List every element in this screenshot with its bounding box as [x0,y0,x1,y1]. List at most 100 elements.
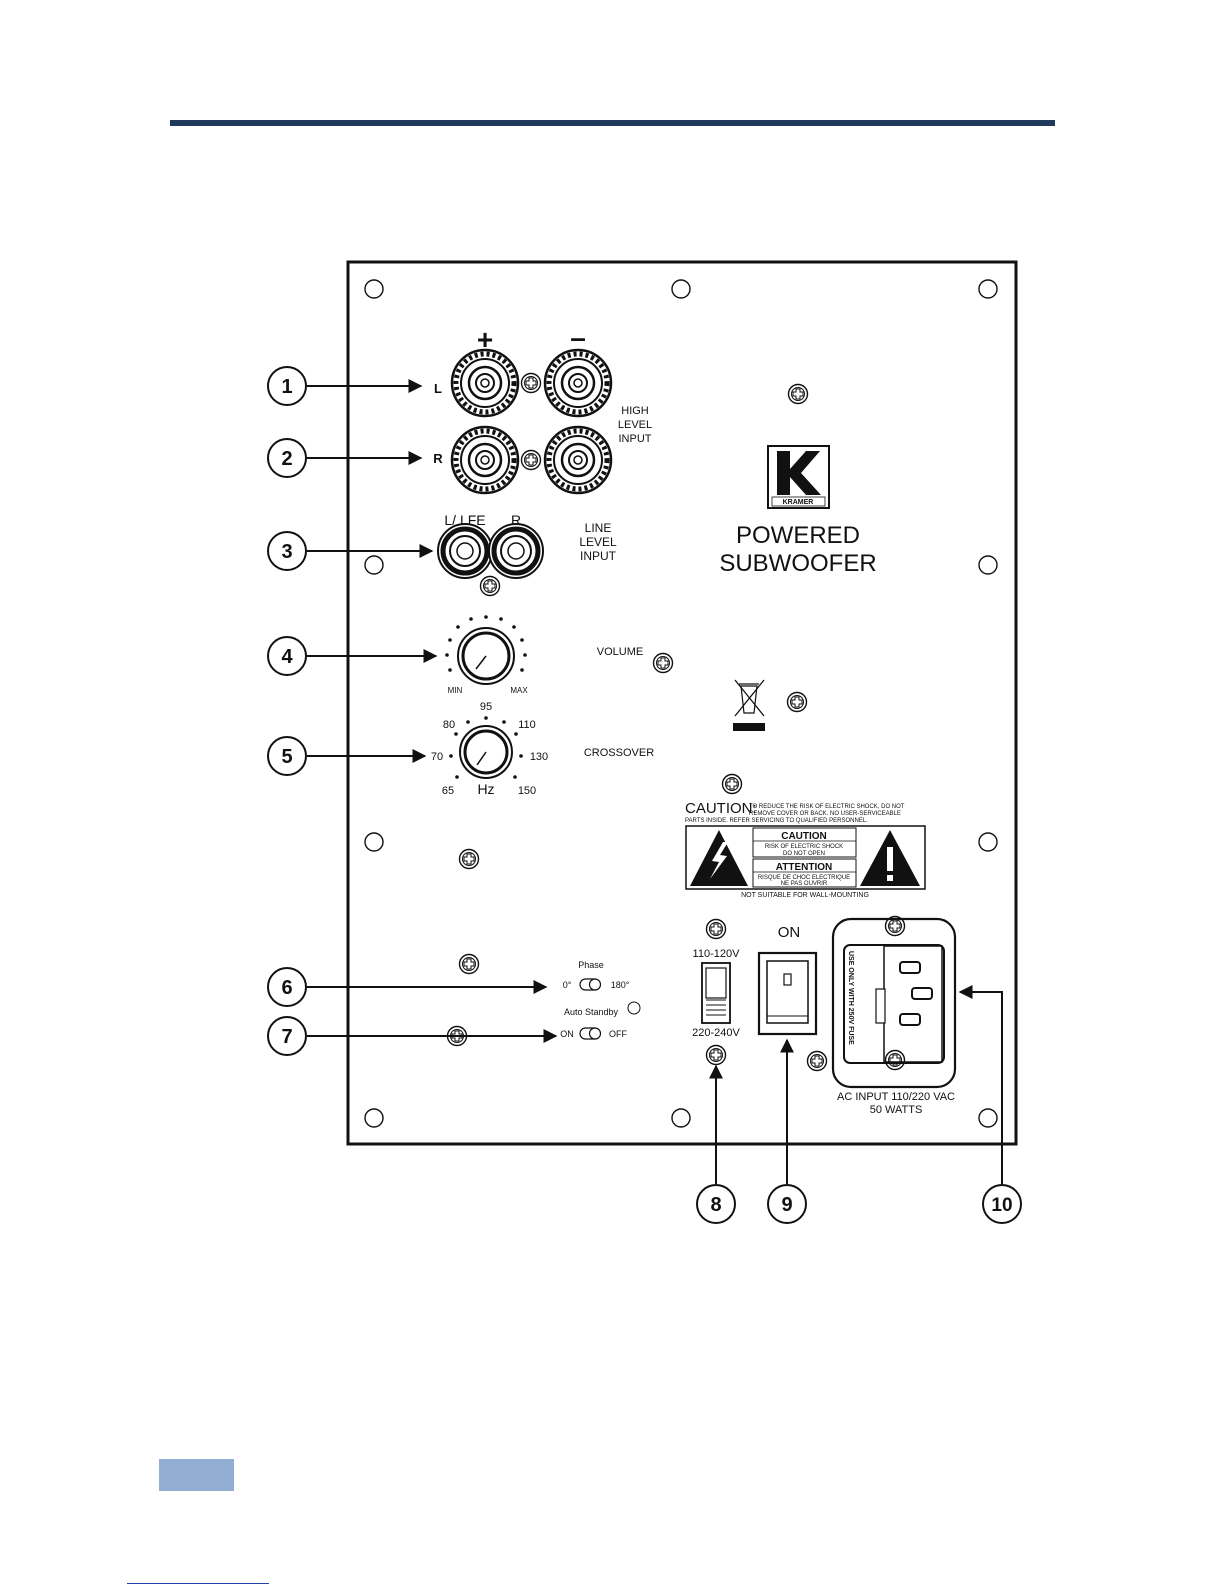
callout-7: 7 [267,1016,307,1056]
ac-power-inlet[interactable] [831,917,957,1089]
caution-text-3: PARTS INSIDE. REFER SERVICING TO QUALIFI… [685,818,868,824]
footer-rule [127,1583,269,1584]
product-title-line-1: POWERED [736,522,860,549]
callout-6: 6 [267,967,307,1007]
crossover-dial-dots [449,716,523,779]
mounting-hole [364,555,384,575]
voltage-bottom-label: 220-240V [692,1027,740,1039]
phase-left-label: 0° [563,980,572,990]
crossover-scale-80: 80 [443,719,455,731]
volume-knob-pointer [475,655,487,670]
callout-9: 9 [767,1184,807,1224]
caution-box-title: CAUTION [781,831,827,842]
exclamation-warning-icon [860,830,920,886]
callout-number: 5 [281,746,292,768]
high-level-label-r: R [433,451,443,466]
high-level-title-2: LEVEL [618,419,652,431]
callout-4: 4 [267,636,307,676]
auto-standby-toggle-switch[interactable] [579,1027,602,1040]
auto-standby-label: Auto Standby [564,1007,619,1017]
screw [705,1044,727,1066]
logo-wordmark: KRAMER [783,499,814,506]
screw [705,918,727,940]
attention-sub-box [752,858,857,888]
page-number-tab [159,1459,234,1491]
weee-bin-icon [733,679,765,731]
mounting-hole [364,1108,384,1128]
high-level-post-r-minus[interactable] [545,427,611,493]
mounting-hole [364,832,384,852]
callout-number: 8 [710,1194,721,1216]
phase-right-label: 180° [611,980,630,990]
crossover-scale-130: 130 [530,751,548,763]
volume-min-label: MIN [448,686,463,695]
phase-label: Phase [578,960,604,970]
minus-mark: – [570,322,586,353]
voltage-top-label: 110-120V [693,948,741,960]
high-level-post-r-plus[interactable] [452,427,518,493]
ac-input-label: AC INPUT 110/220 VAC [837,1091,955,1103]
line-level-jack-r[interactable] [489,524,543,578]
power-switch-label: ON [778,924,801,941]
line-level-title-2: LEVEL [579,535,617,549]
panel-border [346,260,1018,1146]
line-level-label-r: R [511,512,521,528]
ac-watts-label: 50 WATTS [870,1104,923,1116]
line-level-label-l: L/ LFE [444,512,485,528]
screw [458,953,480,975]
screw [479,575,501,597]
header-rule [170,120,1055,126]
volume-dial-dots [445,615,527,672]
line-level-jack-l[interactable] [438,524,492,578]
callout-number: 10 [991,1195,1012,1216]
caution-text-1: TO REDUCE THE RISK OF ELECTRIC SHOCK, DO… [749,804,905,810]
callout-number: 2 [281,448,292,470]
crossover-scale-65: 65 [442,785,454,797]
crossover-unit: Hz [477,781,494,797]
callout-number: 9 [781,1194,792,1216]
voltage-selector-switch[interactable] [701,962,731,1024]
crossover-label: CROSSOVER [584,747,654,759]
caution-box-line-1: RISK OF ELECTRIC SHOCK [765,844,843,850]
mounting-hole [978,1108,998,1128]
callout-number: 1 [281,376,292,398]
high-level-label-l: L [434,381,442,396]
callout-number: 7 [281,1026,292,1048]
phase-toggle-switch[interactable] [579,978,602,991]
product-title-line-2: SUBWOOFER [719,550,876,577]
crossover-scale-95: 95 [480,701,492,713]
caution-word: CAUTION: [685,800,757,817]
caution-box-line-2: DO NOT OPEN [783,851,825,857]
mounting-hole [978,555,998,575]
caution-text-2: REMOVE COVER OR BACK. NO USER-SERVICEABL… [749,811,901,817]
callout-number: 3 [281,541,292,563]
standby-led [627,1001,641,1015]
lightning-warning-icon [690,830,748,886]
crossover-scale-110: 110 [518,719,536,731]
high-level-title-3: INPUT [619,433,652,445]
mounting-hole [671,1108,691,1128]
mounting-hole [978,279,998,299]
high-level-post-l-plus[interactable] [452,350,518,416]
screw [520,449,542,471]
high-level-post-l-minus[interactable] [545,350,611,416]
crossover-knob-pointer [476,751,487,766]
callout-3: 3 [267,531,307,571]
screw [520,372,542,394]
attention-box-line-1: RISQUE DE CHOC ELECTRIQUE [758,875,850,881]
caution-sub-box [752,827,857,858]
line-level-title-1: LINE [585,521,612,535]
wall-mount-warning: NOT SUITABLE FOR WALL-MOUNTING [741,892,869,899]
callout-number: 4 [281,646,293,668]
callout-number: 6 [281,977,292,999]
callout-10: 10 [982,1184,1022,1224]
mounting-hole [364,279,384,299]
attention-box-title: ATTENTION [776,862,832,873]
mounting-hole [671,279,691,299]
volume-max-label: MAX [510,686,528,695]
callout-8: 8 [696,1184,736,1224]
screw [787,383,809,405]
power-rocker-switch[interactable] [757,951,818,1036]
screw [786,691,808,713]
